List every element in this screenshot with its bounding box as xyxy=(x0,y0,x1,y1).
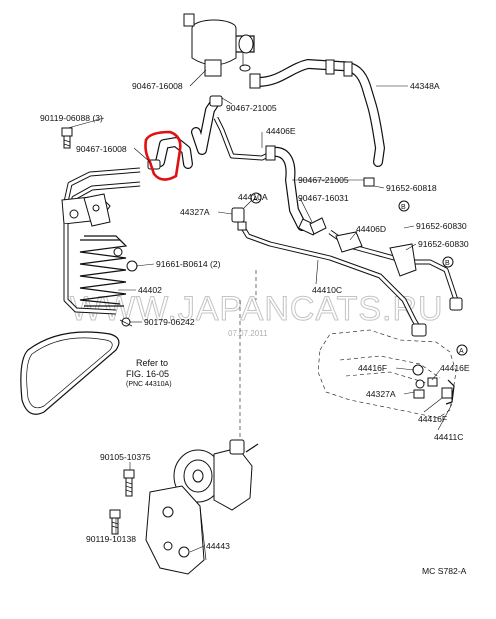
label-91661-b0614: 91661-B0614 (2) xyxy=(156,259,221,269)
label-90467-16008-top: 90467-16008 xyxy=(132,81,183,91)
label-91652-60830-a: 91652-60830 xyxy=(416,221,467,231)
svg-text:A: A xyxy=(253,196,258,203)
reference-line-2: FIG. 16-05 xyxy=(126,369,169,379)
label-90467-16031: 90467-16031 xyxy=(298,193,349,203)
label-91652-60818: 91652-60818 xyxy=(386,183,437,193)
label-90467-16008-mid: 90467-16008 xyxy=(76,144,127,154)
tube-bracket-left xyxy=(61,167,141,227)
label-44406d: 44406D xyxy=(356,224,386,234)
label-90467-21005-mid: 90467-21005 xyxy=(298,175,349,185)
label-90105-10375: 90105-10375 xyxy=(100,452,151,462)
return-hose-44348a xyxy=(249,59,385,167)
reservoir-tank xyxy=(183,13,255,77)
reference-line-3: (PNC 44310A) xyxy=(126,381,172,388)
power-steering-pump xyxy=(145,270,259,575)
label-44410a: 44410A xyxy=(238,192,268,202)
figure-code: MC S782-A xyxy=(422,566,467,576)
bolt-90119-10138 xyxy=(109,509,121,535)
suction-hose-highlighted xyxy=(144,95,223,181)
callout-a-top: A xyxy=(250,192,262,204)
label-44410c: 44410C xyxy=(312,285,342,295)
label-44327a-top: 44327A xyxy=(180,207,210,217)
label-44411c: 44411C xyxy=(434,432,463,442)
label-44416f-left: 44416F xyxy=(358,363,387,373)
steering-gear-housing xyxy=(317,329,457,419)
label-44348a: 44348A xyxy=(410,81,440,91)
bolt-90105-10375 xyxy=(123,469,135,497)
label-44443: 44443 xyxy=(206,541,230,551)
callout-b-right: B xyxy=(442,256,454,268)
label-44327a-bottom: 44327A xyxy=(366,389,396,399)
label-44416f-right: 44416F xyxy=(418,414,447,424)
label-90119-10138: 90119-10138 xyxy=(86,534,136,544)
label-90119-06088: 90119-06088 (3) xyxy=(40,113,103,123)
label-44406e: 44406E xyxy=(266,126,296,136)
callout-a-bottom: A xyxy=(456,344,468,356)
svg-text:B: B xyxy=(401,204,406,211)
svg-text:A: A xyxy=(459,348,464,355)
watermark-date: 07.07.2011 xyxy=(228,329,268,338)
label-90179-06242: 90179-06242 xyxy=(144,317,195,327)
label-44416e: 44416E xyxy=(440,363,470,373)
hose-44406e xyxy=(213,116,319,236)
highlight-outline xyxy=(144,130,182,181)
svg-text:B: B xyxy=(445,260,450,267)
drive-belt xyxy=(20,331,120,415)
bolt-90119-06088 xyxy=(61,127,73,149)
oil-cooler-44402 xyxy=(63,224,138,327)
leader-lines xyxy=(67,69,453,553)
label-44402: 44402 xyxy=(138,285,162,295)
label-91652-60830-b: 91652-60830 xyxy=(418,239,469,249)
reference-line-1: Refer to xyxy=(136,358,168,368)
clamp-90467-21005-mid xyxy=(309,177,375,235)
label-90467-21005-top: 90467-21005 xyxy=(226,103,277,113)
callout-b-top: B xyxy=(398,200,410,212)
